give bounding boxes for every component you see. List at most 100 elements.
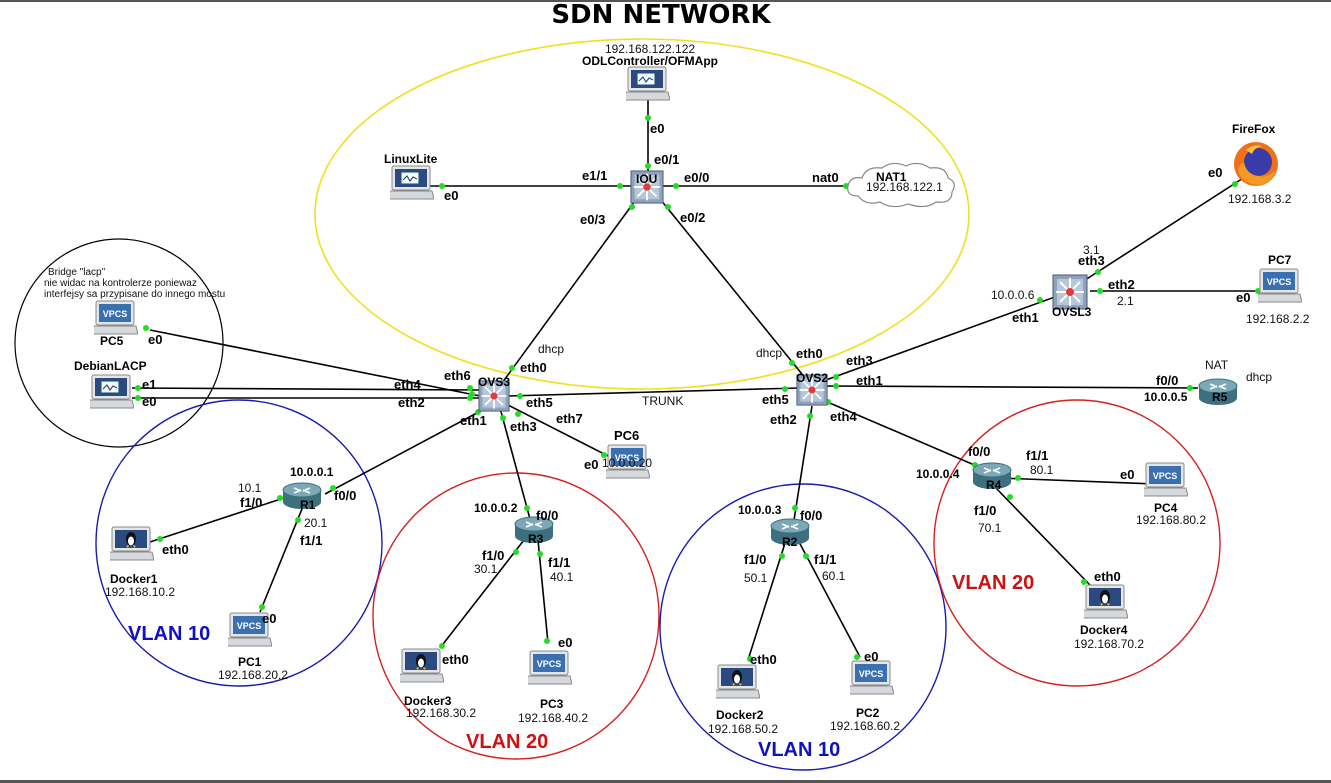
r5-nat: NAT	[1205, 358, 1229, 372]
ovs2-port-eth2: eth2	[770, 412, 797, 427]
link-r4-pc4[interactable]	[999, 477, 1156, 485]
ovs3-name: OVS3	[478, 375, 510, 389]
r5-port: f0/0	[1156, 373, 1178, 388]
link-r2-docker2[interactable]	[747, 539, 787, 661]
r2-port-f1-1: f1/1	[814, 552, 836, 567]
firefox-port: e0	[1208, 165, 1222, 180]
r1-port-f0-0: f0/0	[334, 488, 356, 503]
link-iou-ovs3[interactable]	[493, 193, 641, 395]
ovs2-name: OVS2	[796, 371, 828, 385]
ovsl3-switch-icon[interactable]	[1052, 274, 1088, 310]
link-ovs2-r5[interactable]	[825, 385, 1199, 389]
controller-ip: 192.168.122.122	[605, 42, 695, 56]
ovsl3-eth2-ip: 2.1	[1117, 294, 1134, 308]
firefox-icon[interactable]	[1234, 142, 1278, 186]
debianlacp-port-e0: e0	[142, 394, 156, 409]
r3-name: R3	[528, 532, 544, 546]
docker4-linux-icon[interactable]	[1082, 584, 1128, 619]
link-r3-pc3[interactable]	[537, 539, 549, 644]
docker3-linux-icon[interactable]	[398, 648, 444, 683]
docker3-name: Docker3	[404, 694, 452, 708]
r4-f0-0-ip: 10.0.0.4	[916, 467, 960, 481]
ovs3-port-eth1: eth1	[460, 413, 487, 428]
pc7-port: e0	[1236, 290, 1250, 305]
lacp-zone	[14, 238, 224, 448]
page-title: SDN NETWORK	[551, 0, 771, 30]
docker2-port: eth0	[750, 652, 777, 667]
firefox-ip: 192.168.3.2	[1228, 192, 1292, 206]
docker4-port: eth0	[1094, 569, 1121, 584]
docker3-port: eth0	[442, 652, 469, 667]
nat1-port: nat0	[812, 170, 839, 185]
iou-port-e0-2: e0/2	[680, 210, 705, 225]
r2-name: R2	[782, 535, 798, 549]
link-debian-ovs3-e1[interactable]	[131, 387, 481, 391]
link-ovs2-r4[interactable]	[817, 397, 987, 471]
iou-port-e0-1: e0/1	[654, 152, 679, 167]
controller-monitor-icon[interactable]	[624, 66, 670, 101]
debianlacp-name: DebianLACP	[74, 359, 147, 373]
docker1-linux-icon[interactable]	[108, 526, 154, 561]
link-iou-ovs2[interactable]	[655, 193, 811, 385]
pc2-vpcs-icon[interactable]	[848, 660, 894, 695]
pc3-name: PC3	[540, 697, 564, 711]
docker1-port: eth0	[162, 542, 189, 557]
link-trunk-ovs3-ovs2[interactable]	[507, 387, 799, 397]
link-ovs2-ovsl3[interactable]	[825, 289, 1075, 381]
vlan20-r3-zone	[372, 472, 660, 760]
r1-port-f1-1: f1/1	[300, 533, 322, 548]
pc1-ip: 192.168.20.2	[218, 668, 288, 682]
docker2-ip: 192.168.50.2	[708, 722, 778, 736]
ovs3-port-eth2: eth2	[398, 395, 425, 410]
pc1-port: e0	[262, 611, 276, 626]
controller-port-label: e0	[650, 121, 664, 136]
vlan-label-r3: VLAN 20	[466, 731, 548, 753]
r2-f1-0-ip: 50.1	[744, 571, 768, 585]
link-ovs3-r3[interactable]	[499, 407, 531, 520]
link-ovs3-r1[interactable]	[324, 405, 491, 495]
r3-f1-1-ip: 40.1	[550, 570, 574, 584]
r2-f1-1-ip: 60.1	[822, 569, 846, 583]
link-pc5-ovs3[interactable]	[149, 329, 481, 397]
docker2-linux-icon[interactable]	[714, 664, 760, 699]
linuxlite-monitor-icon[interactable]	[388, 165, 434, 200]
debianlacp-port-e1: e1	[142, 377, 156, 392]
r1-name: R1	[300, 498, 316, 512]
r1-f0-0-ip: 10.0.0.1	[290, 465, 334, 479]
r2-f0-0-ip: 10.0.0.3	[738, 503, 782, 517]
pc4-name: PC4	[1154, 501, 1178, 515]
r4-name: R4	[986, 478, 1002, 492]
pc5-vpcs-icon[interactable]	[92, 300, 138, 335]
pc3-vpcs-icon[interactable]	[526, 650, 572, 685]
trunk-label: TRUNK	[642, 394, 683, 408]
nat1-cloud-icon[interactable]	[847, 162, 955, 208]
note-line2: nie widac na kontrolerze poniewaz	[44, 278, 197, 289]
link-r3-docker3[interactable]	[439, 539, 525, 649]
link-ovsl3-firefox[interactable]	[1081, 174, 1249, 283]
r2-port-f1-0: f1/0	[744, 552, 766, 567]
link-r4-docker4[interactable]	[993, 485, 1091, 586]
pc5-name: PC5	[100, 334, 124, 348]
vlan10-r1-zone	[95, 399, 383, 687]
pc4-vpcs-icon[interactable]	[1142, 462, 1188, 497]
debianlacp-monitor-icon[interactable]	[88, 374, 134, 409]
pc2-ip: 192.168.60.2	[830, 719, 900, 733]
ovs3-port-eth0: eth0	[520, 360, 547, 375]
port-dots	[135, 115, 1261, 662]
link-ovs3-pc6[interactable]	[505, 403, 613, 459]
link-ovs2-r2[interactable]	[793, 405, 813, 521]
r4-f1-0-ip: 70.1	[978, 521, 1002, 535]
ovs3-port-eth3: eth3	[510, 419, 537, 434]
ovsl3-name: OVSL3	[1052, 305, 1092, 319]
pc4-port: e0	[1120, 467, 1134, 482]
iou-name: IOU	[636, 172, 657, 186]
pc7-vpcs-icon[interactable]	[1256, 268, 1302, 303]
docker4-ip: 192.168.70.2	[1074, 637, 1144, 651]
ovs2-port-eth1: eth1	[856, 373, 883, 388]
link-r2-pc2[interactable]	[797, 539, 861, 658]
iou-port-e1-1: e1/1	[582, 168, 607, 183]
link-r1-docker1[interactable]	[149, 495, 291, 543]
pc2-name: PC2	[856, 706, 880, 720]
vlan-label-r1: VLAN 10	[128, 623, 210, 645]
